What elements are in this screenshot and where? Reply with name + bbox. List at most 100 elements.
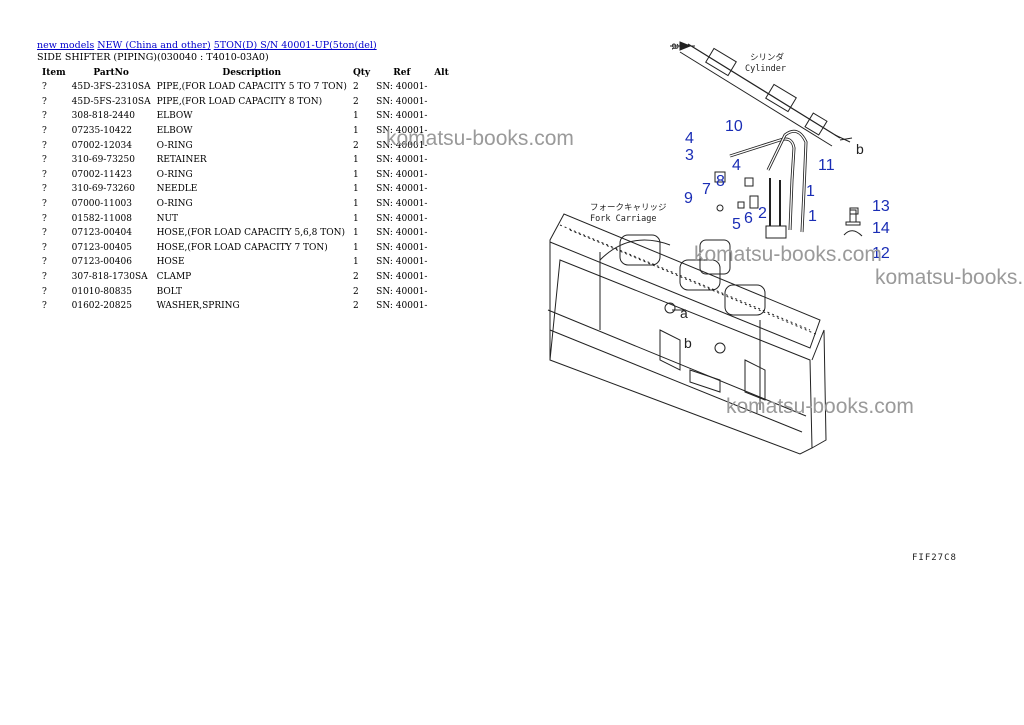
breadcrumb-link-region[interactable]: NEW (China and other) — [97, 40, 211, 51]
partno-cell: 07123-00404 — [71, 228, 132, 239]
col-ref: Ref — [393, 68, 411, 78]
alt-cell — [430, 182, 452, 197]
partno-cell: 45D-5FS-2310SA — [71, 96, 151, 107]
item-cell: ? — [42, 242, 47, 253]
callout-1b: 1 — [808, 208, 817, 225]
marker-b-label: b — [684, 335, 692, 351]
partno-cell: 07123-00405 — [71, 242, 132, 253]
qty-cell: 1 — [352, 199, 359, 210]
qty-cell: 1 — [352, 155, 359, 166]
description-cell: ELBOW — [156, 126, 193, 137]
breadcrumb-link-new-models[interactable]: new models — [37, 40, 95, 51]
ref-cell: SN: 40001- — [376, 184, 428, 195]
ref-cell: SN: 40001- — [376, 286, 428, 297]
ref-cell: SN: 40001- — [376, 228, 428, 239]
table-row: ? 01010-80835 BOLT 2 SN: 40001- — [37, 284, 452, 299]
callout-6: 6 — [744, 210, 753, 227]
table-row: ? 07123-00404 HOSE,(FOR LOAD CAPACITY 5,6,… — [37, 226, 452, 241]
alt-cell — [430, 153, 452, 168]
alt-cell — [430, 241, 452, 256]
item-cell: ? — [42, 199, 47, 210]
item-cell: ? — [42, 257, 47, 268]
parts-table: Item PartNo Description Qty Ref Alt ? 45D… — [37, 66, 452, 314]
partno-cell: 308-818-2440 — [71, 111, 135, 122]
qty-cell: 2 — [352, 96, 359, 107]
item-cell: ? — [42, 155, 47, 166]
partno-cell: 310-69-73250 — [71, 155, 135, 166]
ref-cell: SN: 40001- — [376, 96, 428, 107]
alt-cell — [430, 80, 452, 95]
callout-11: 11 — [818, 157, 835, 174]
arrow-b-label: b — [856, 141, 864, 157]
callout-3: 3 — [685, 147, 694, 164]
ref-cell: SN: 40001- — [376, 242, 428, 253]
description-cell: HOSE,(FOR LOAD CAPACITY 7 TON) — [156, 242, 328, 253]
item-cell: ? — [42, 213, 47, 224]
qty-cell: 1 — [352, 242, 359, 253]
partno-cell: 07235-10422 — [71, 126, 132, 137]
qty-cell: 2 — [352, 272, 359, 283]
item-cell: ? — [42, 286, 47, 297]
partno-cell: 01602-20825 — [71, 301, 132, 312]
ref-cell: SN: 40001- — [376, 169, 428, 180]
description-cell: O-RING — [156, 140, 193, 151]
alt-cell — [430, 211, 452, 226]
table-row: ? 07123-00405 HOSE,(FOR LOAD CAPACITY 7 TO… — [37, 241, 452, 256]
qty-cell: 1 — [352, 111, 359, 122]
callout-8: 8 — [716, 173, 725, 190]
item-cell: ? — [42, 228, 47, 239]
callout-5: 5 — [732, 216, 741, 233]
partno-cell: 01010-80835 — [71, 286, 132, 297]
item-cell: ? — [42, 111, 47, 122]
qty-cell: 1 — [352, 213, 359, 224]
description-cell: BOLT — [156, 286, 182, 297]
description-cell: NUT — [156, 213, 179, 224]
partno-cell: 310-69-73260 — [71, 184, 135, 195]
description-cell: HOSE — [156, 257, 185, 268]
item-cell: ? — [42, 140, 47, 151]
callout-14: 14 — [872, 220, 890, 237]
col-qty: Qty — [352, 68, 371, 78]
item-cell: ? — [42, 184, 47, 195]
carriage-jp-label: フォークキャリッジ — [590, 203, 667, 213]
item-cell: ? — [42, 169, 47, 180]
parts-diagram: シリンダ Cylinder フォークキャリッジ Fork Carriage a … — [540, 30, 1024, 504]
alt-cell — [430, 168, 452, 183]
breadcrumb-link-model[interactable]: 5TON(D) S/N 40001-UP(5ton(del) — [213, 40, 377, 51]
cylinder-en-label: Cylinder — [745, 64, 786, 74]
item-cell: ? — [42, 82, 47, 93]
callout-12: 12 — [872, 245, 890, 262]
qty-cell: 2 — [352, 286, 359, 297]
alt-cell — [430, 284, 452, 299]
description-cell: O-RING — [156, 199, 193, 210]
alt-cell — [430, 109, 452, 124]
description-cell: RETAINER — [156, 155, 207, 166]
partno-cell: 01582-11008 — [71, 213, 132, 224]
item-cell: ? — [42, 126, 47, 137]
cylinder-jp-label: シリンダ — [750, 52, 785, 63]
carriage-en-label: Fork Carriage — [590, 214, 657, 224]
description-cell: HOSE,(FOR LOAD CAPACITY 5,6,8 TON) — [156, 228, 345, 239]
alt-cell — [430, 138, 452, 153]
breadcrumb: new models NEW (China and other) 5TON(D)… — [37, 40, 377, 51]
partno-cell: 45D-3FS-2310SA — [71, 82, 151, 93]
ref-cell: SN: 40001- — [376, 272, 428, 283]
qty-cell: 1 — [352, 169, 359, 180]
partno-cell: 307-818-1730SA — [71, 272, 148, 283]
table-header-row: Item PartNo Description Qty Ref Alt — [37, 66, 452, 80]
alt-cell — [430, 95, 452, 110]
callout-4: 4 — [685, 130, 694, 147]
qty-cell: 1 — [352, 228, 359, 239]
ref-cell: SN: 40001- — [376, 301, 428, 312]
qty-cell: 1 — [352, 257, 359, 268]
item-cell: ? — [42, 301, 47, 312]
